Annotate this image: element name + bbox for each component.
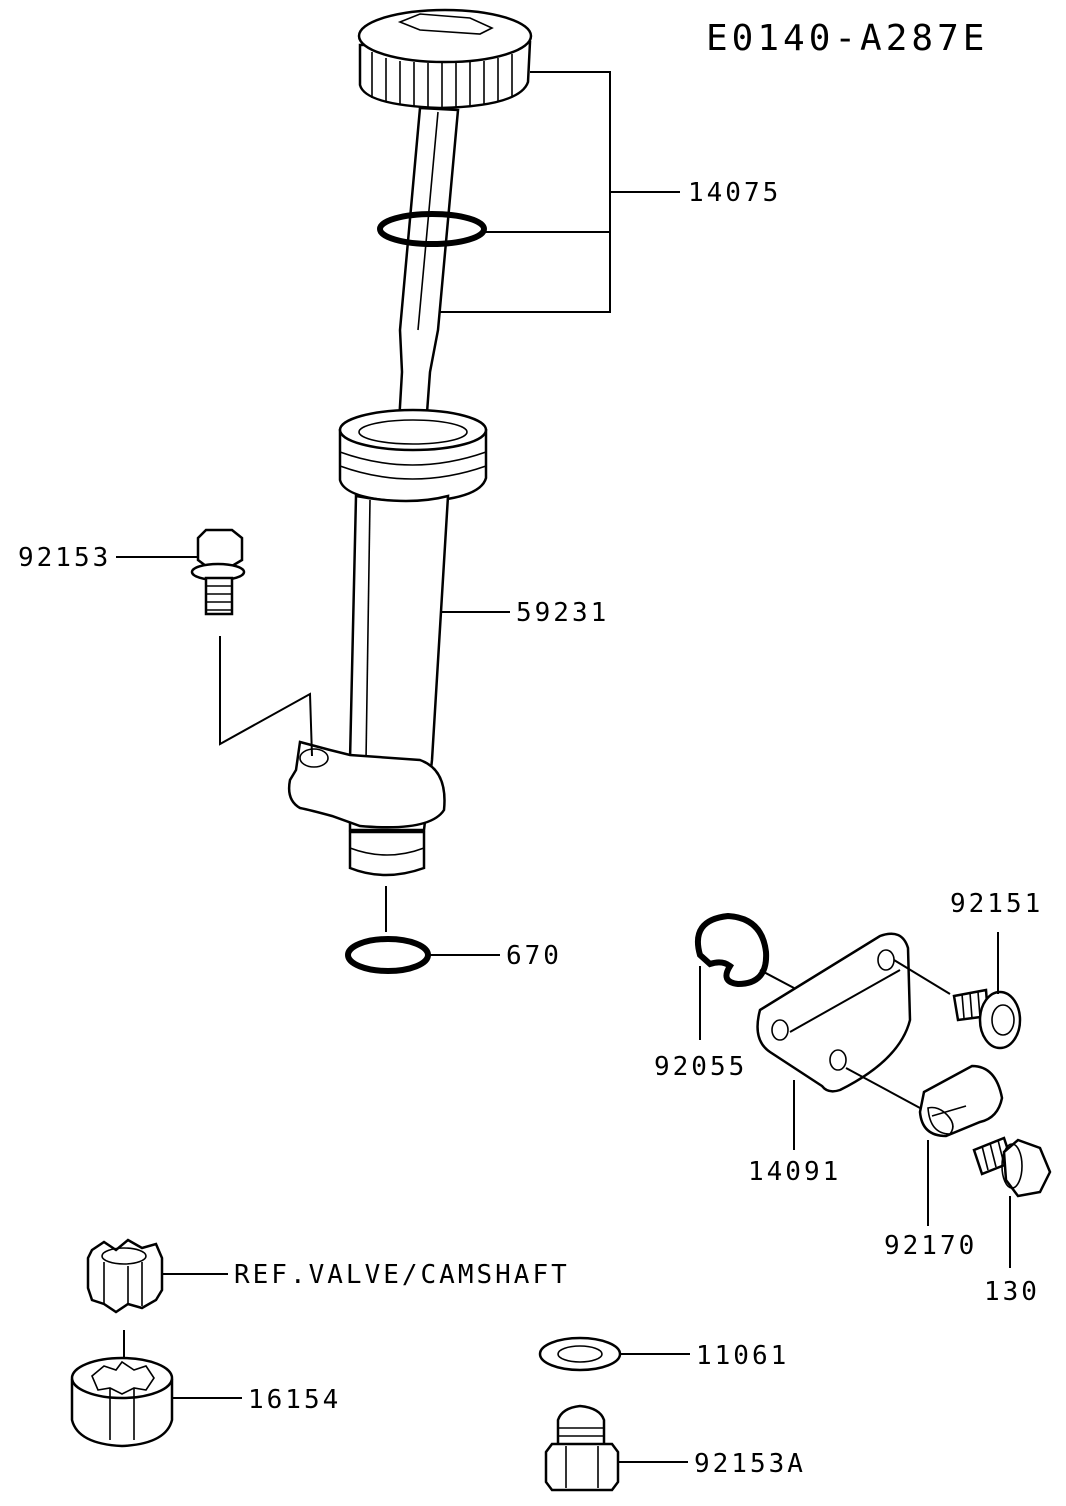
label-ref-valve-camshaft: REF.VALVE/CAMSHAFT <box>234 1260 570 1290</box>
label-16154: 16154 <box>248 1385 341 1415</box>
o-ring-670-part <box>345 936 431 974</box>
assembly-line-92055 <box>759 969 795 989</box>
washer-11061-part <box>538 1336 622 1372</box>
assembly-line-bracket-upper <box>789 969 901 1033</box>
label-92153a: 92153A <box>694 1449 806 1479</box>
drive-gear-part <box>86 1238 164 1314</box>
filler-tube-part <box>287 408 488 877</box>
bolt-92153-part <box>190 528 246 616</box>
bolt-92151-part <box>952 988 1022 1050</box>
clamp-92170-part <box>918 1064 1004 1138</box>
label-670: 670 <box>506 941 562 971</box>
leader-14075-bracket <box>440 71 611 313</box>
stick-o-ring-part <box>377 211 487 247</box>
bracket-14091-part <box>756 932 912 1093</box>
bolt-130-part <box>972 1136 1052 1198</box>
rotor-16154-part <box>70 1356 174 1448</box>
label-92151: 92151 <box>950 889 1043 919</box>
label-59231: 59231 <box>516 598 609 628</box>
drawing-code: E0140-A287E <box>706 18 988 59</box>
label-130: 130 <box>984 1277 1040 1307</box>
drain-plug-92153a-part <box>544 1404 620 1492</box>
label-14075: 14075 <box>688 178 781 208</box>
clip-92055-part <box>694 912 770 988</box>
assembly-line-92151 <box>893 959 951 995</box>
label-14091: 14091 <box>748 1157 841 1187</box>
assembly-line-92153 <box>219 636 313 757</box>
label-92055: 92055 <box>654 1052 747 1082</box>
label-92153: 92153 <box>18 543 111 573</box>
label-11061: 11061 <box>696 1341 789 1371</box>
label-92170: 92170 <box>884 1231 977 1261</box>
assembly-line-92170 <box>845 1067 921 1109</box>
dipstick-cap-part <box>357 8 533 442</box>
